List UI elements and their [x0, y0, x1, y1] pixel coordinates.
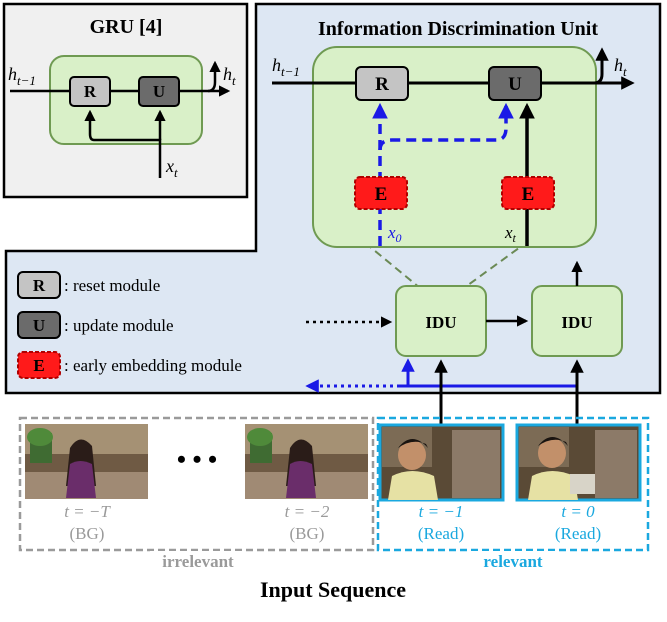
frame-3-time-label: t = −1	[419, 502, 464, 521]
gru-panel-title: GRU [4]	[90, 16, 163, 38]
gru-reset-module	[69, 76, 111, 107]
legend-embed-key: E	[33, 356, 44, 375]
frame-3-class-label: (Read)	[418, 524, 464, 543]
gru-x-input-label: xt	[165, 156, 178, 180]
gru-update-label: U	[153, 82, 165, 101]
frame-2-class-label: (BG)	[290, 524, 325, 543]
frame-4-class-label: (Read)	[555, 524, 601, 543]
gru-h-prev-label: ht−1	[8, 64, 36, 88]
idu-update-module	[488, 66, 542, 101]
idu-reset-label: R	[375, 74, 389, 95]
relevant-group-box	[376, 416, 650, 552]
legend: R : reset module U : update module E : e…	[17, 271, 242, 379]
idu-block-left-label: IDU	[425, 313, 456, 332]
gru-panel: GRU [4] R U ht−1 ht xt	[2, 2, 249, 199]
frame-2-time-label: t = −2	[285, 502, 330, 521]
idu-update-label: U	[508, 74, 522, 95]
gru-reset-label: R	[84, 82, 97, 101]
idu-h-out-label: ht	[614, 55, 627, 79]
legend-update-text: : update module	[64, 316, 174, 335]
idu-panel-title: Information Discrimination Unit	[318, 18, 598, 40]
idu-embed-module-left	[354, 176, 408, 210]
legend-embed-text: : early embedding module	[64, 356, 242, 375]
ellipsis-dots: • • •	[177, 445, 217, 474]
legend-update-key: U	[33, 316, 45, 335]
idu-embed-label-left: E	[375, 184, 388, 205]
irrelevant-group-box	[18, 416, 375, 552]
input-sequence-caption: Input Sequence	[260, 577, 406, 602]
idu-reset-module	[355, 66, 409, 101]
idu-xt-label: xt	[504, 223, 517, 245]
gru-output-up-arrow	[207, 60, 221, 93]
frame-thumbnail-read-2	[515, 423, 642, 502]
gru-update-module	[138, 76, 180, 107]
legend-update-swatch	[17, 311, 61, 339]
idu-embed-module-right	[501, 176, 555, 210]
legend-reset-key: R	[33, 276, 46, 295]
idu-output-up-arrow	[593, 47, 609, 85]
frame-4-time-label: t = 0	[561, 502, 595, 521]
frame-thumbnail-read-1	[378, 423, 505, 502]
relevant-label: relevant	[483, 552, 543, 571]
legend-reset-text: : reset module	[64, 276, 160, 295]
input-sequence: • • • t = −T (BG) t = −2 (BG) t = −1 (Re…	[18, 416, 650, 602]
gru-h-out-label: ht	[223, 64, 236, 88]
gru-input-to-reset-arrow	[84, 109, 162, 178]
idu-embed-label-right: E	[522, 184, 535, 205]
irrelevant-label: irrelevant	[162, 552, 234, 571]
legend-reset-swatch	[17, 271, 61, 299]
legend-embed-swatch	[17, 351, 61, 379]
frame-thumbnail-bg-1	[25, 424, 148, 499]
idu-h-prev-label: ht−1	[272, 55, 300, 79]
frame-1-time-label: t = −T	[64, 502, 111, 521]
idu-block-right-label: IDU	[561, 313, 592, 332]
x0-to-update-dashed-arrow	[378, 102, 514, 151]
frame-1-class-label: (BG)	[70, 524, 105, 543]
idu-panel: Information Discrimination Unit R U E E …	[4, 2, 662, 425]
frame-thumbnail-bg-2	[245, 424, 368, 499]
idu-x0-label: x0	[387, 223, 402, 245]
